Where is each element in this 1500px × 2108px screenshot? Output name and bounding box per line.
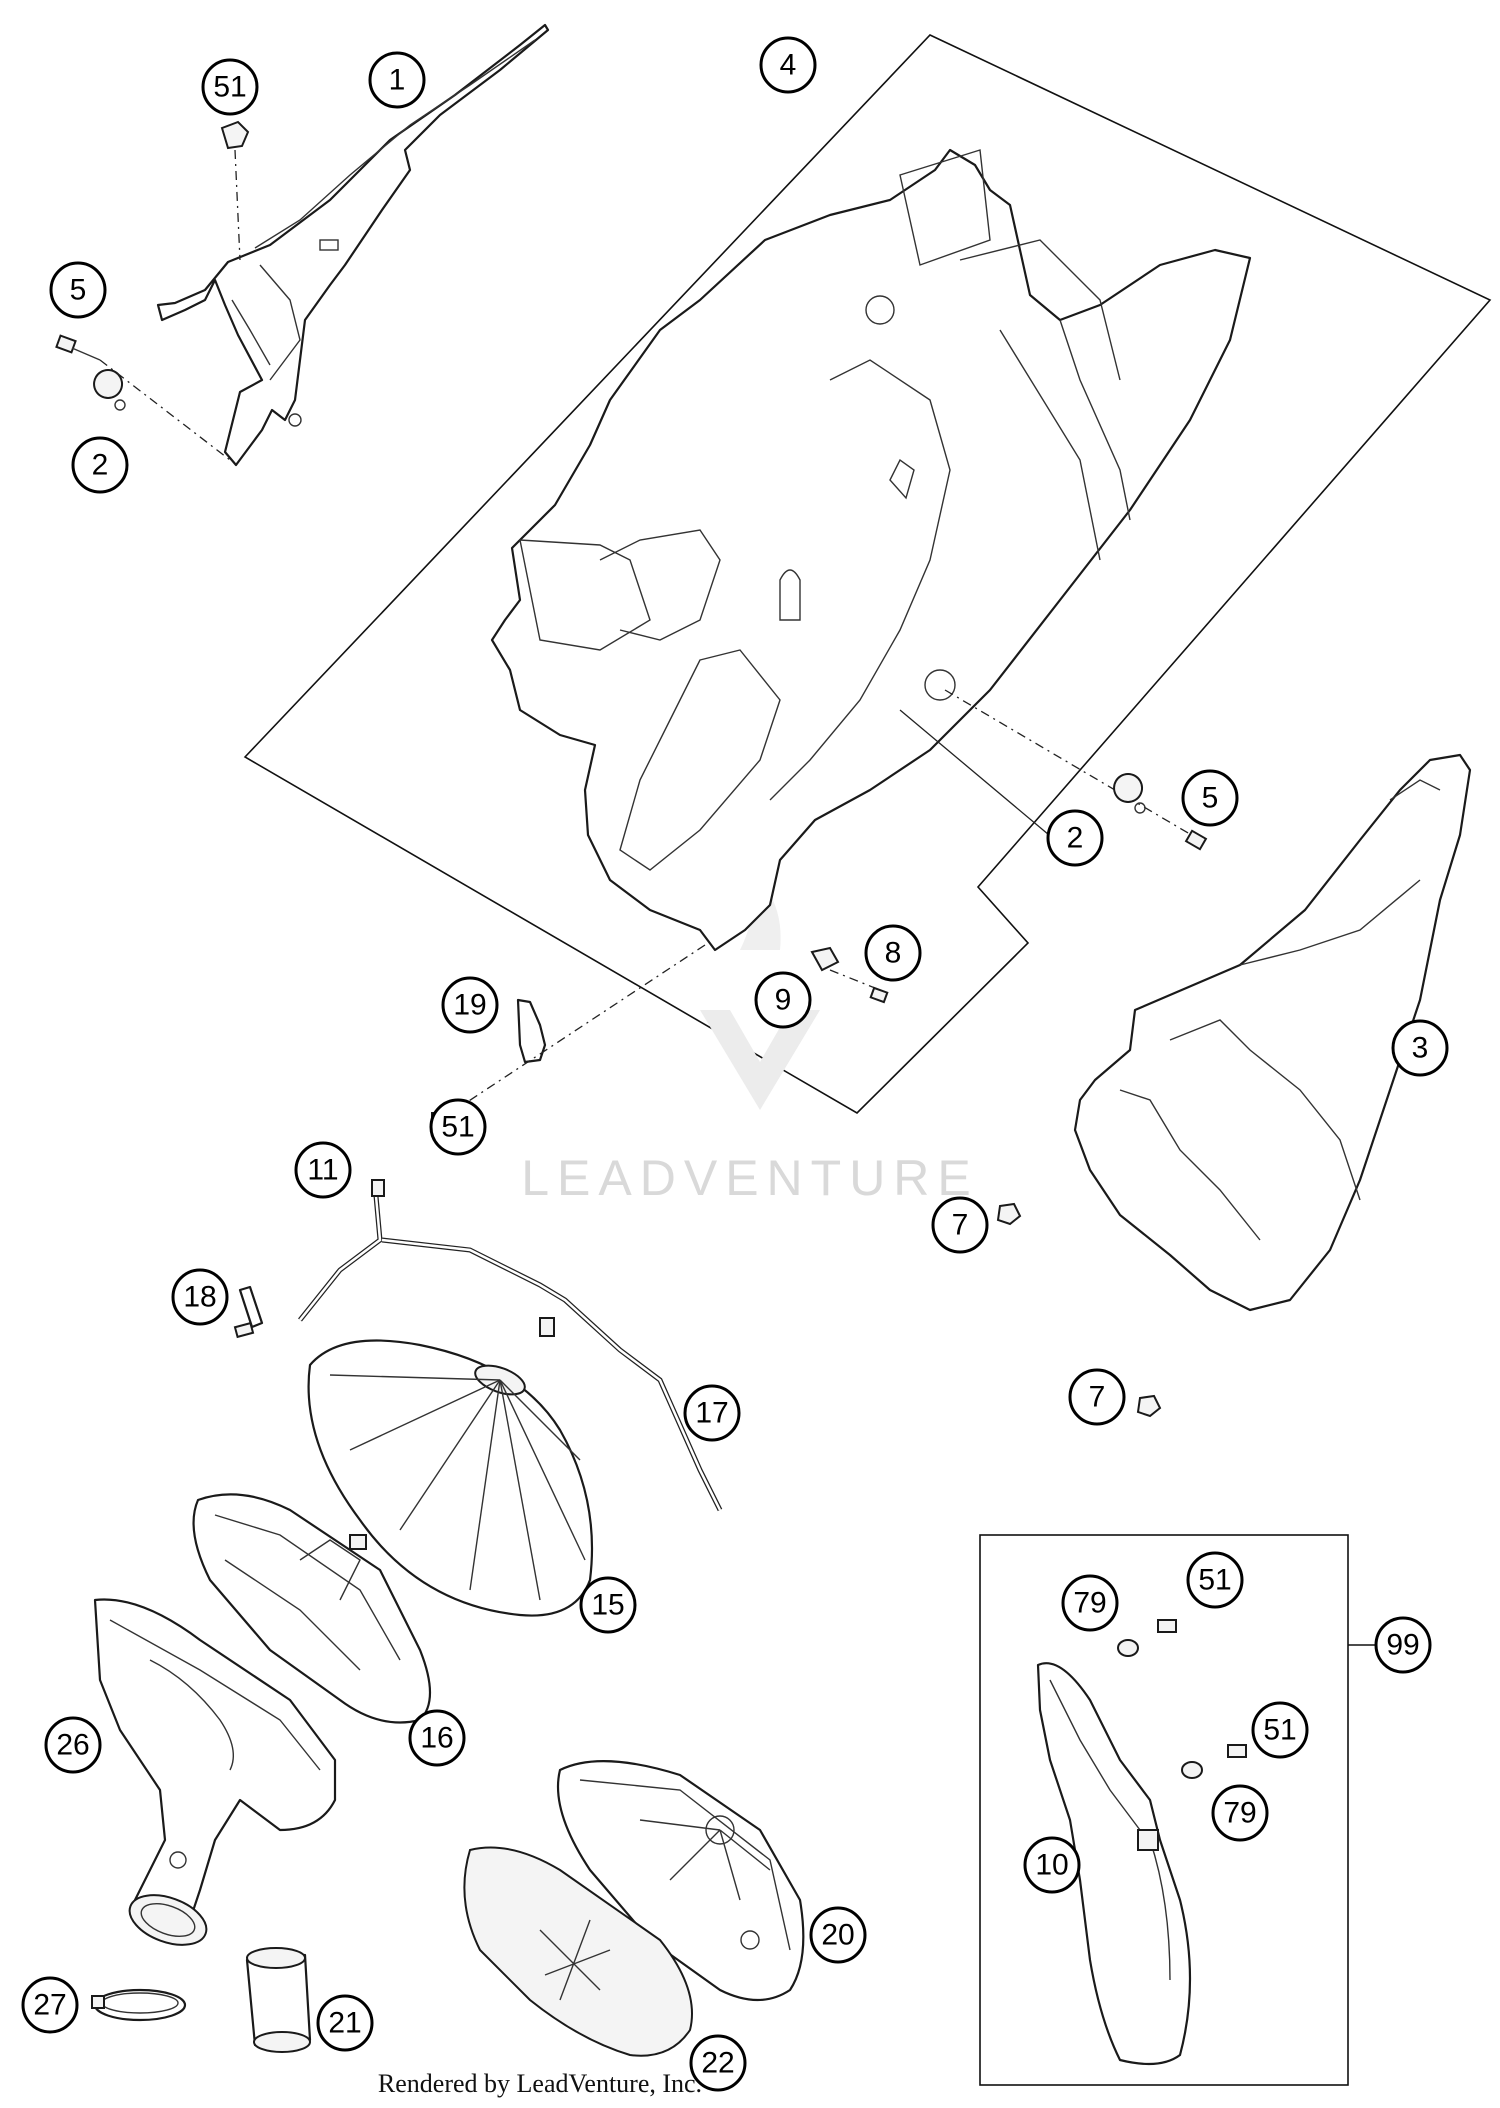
part-21-sleeve [245, 1947, 312, 2053]
callout-17: 17 [683, 1384, 741, 1442]
callout-9: 9 [754, 971, 812, 1029]
part-8-9-clips [810, 946, 889, 1004]
svg-text:16: 16 [420, 1722, 453, 1755]
part-19-bracket [431, 944, 706, 1126]
part-5-2-fasteners-left [55, 334, 231, 461]
callout-27: 27 [21, 1976, 79, 2034]
part-20-filter-carrier [556, 1760, 805, 2001]
callout-5-left: 5 [49, 261, 107, 319]
svg-text:7: 7 [952, 1209, 969, 1242]
svg-text:10: 10 [1035, 1849, 1068, 1882]
callout-79-lower: 79 [1211, 1784, 1269, 1842]
callout-4: 4 [759, 36, 817, 94]
svg-text:11: 11 [307, 1154, 338, 1187]
svg-text:8: 8 [885, 937, 902, 970]
footer-credit: Rendered by LeadVenture, Inc. [378, 2069, 702, 2098]
callout-51-top: 51 [201, 58, 259, 116]
svg-text:2: 2 [92, 449, 109, 482]
part-22-filter-pad [463, 1846, 693, 2057]
callout-11: 11 [294, 1141, 352, 1199]
svg-text:5: 5 [1202, 782, 1219, 815]
svg-text:18: 18 [183, 1281, 216, 1314]
svg-text:17: 17 [695, 1397, 728, 1430]
group-frame-kit-99 [979, 1534, 1349, 2086]
callout-51-kit-lower: 51 [1251, 1701, 1309, 1759]
group-frame-airbox [243, 34, 1492, 1115]
callout-7-upper: 7 [931, 1196, 989, 1254]
part-7-screws [996, 1202, 1162, 1418]
callout-1: 1 [368, 51, 426, 109]
callout-15: 15 [579, 1576, 637, 1634]
callout-51-mid: 51 [429, 1098, 487, 1156]
callout-20: 20 [809, 1906, 867, 1964]
callout-21: 21 [316, 1994, 374, 2052]
callout-2-left: 2 [71, 436, 129, 494]
callout-2-right: 2 [1046, 809, 1104, 867]
svg-text:19: 19 [453, 989, 486, 1022]
callout-19: 19 [441, 976, 499, 1034]
part-2-5-fasteners-right [944, 689, 1208, 851]
part-51-screw-top [220, 120, 250, 261]
svg-text:79: 79 [1223, 1797, 1256, 1830]
svg-text:15: 15 [591, 1589, 624, 1622]
svg-text:51: 51 [213, 71, 246, 104]
svg-text:7: 7 [1089, 1381, 1106, 1414]
watermark-text: LEADVENTURE [521, 1150, 979, 1206]
part-18-pin [233, 1285, 264, 1339]
callout-16: 16 [408, 1709, 466, 1767]
watermark: LEADVENTURE [521, 870, 979, 1206]
svg-text:27: 27 [33, 1989, 66, 2022]
svg-text:20: 20 [821, 1919, 854, 1952]
svg-text:99: 99 [1386, 1629, 1419, 1662]
part-4-airbox [490, 148, 1252, 952]
callout-5-right: 5 [1181, 769, 1239, 827]
svg-text:51: 51 [1263, 1714, 1296, 1747]
part-1-side-panel [156, 23, 550, 467]
svg-text:9: 9 [775, 984, 792, 1017]
callout-26: 26 [44, 1716, 102, 1774]
leader-lines [899, 709, 1056, 841]
svg-text:3: 3 [1412, 1032, 1429, 1065]
svg-text:22: 22 [701, 2047, 734, 2080]
part-27-clamp [91, 1988, 187, 2022]
svg-text:79: 79 [1073, 1587, 1106, 1620]
svg-text:51: 51 [1198, 1564, 1231, 1597]
svg-text:26: 26 [56, 1729, 89, 1762]
part-10-air-duct [1036, 1662, 1192, 2066]
callout-22: 22 [689, 2034, 747, 2092]
part-26-intake-boot [93, 1598, 337, 1946]
svg-text:5: 5 [70, 274, 87, 307]
callout-18: 18 [171, 1268, 229, 1326]
part-79-51-kit-fasteners [1117, 1619, 1247, 1779]
callout-3: 3 [1391, 1019, 1449, 1077]
svg-text:1: 1 [389, 64, 406, 97]
callout-79-upper: 79 [1061, 1574, 1119, 1632]
callout-51-kit-upper: 51 [1186, 1551, 1244, 1609]
part-15-air-filter [307, 1339, 594, 1617]
callout-10: 10 [1023, 1836, 1081, 1894]
svg-text:2: 2 [1067, 822, 1084, 855]
callout-8: 8 [864, 924, 922, 982]
part-17-retaining-wire [298, 1179, 723, 1512]
callout-99: 99 [1374, 1616, 1432, 1674]
svg-text:4: 4 [780, 49, 797, 82]
callout-7-lower: 7 [1068, 1368, 1126, 1426]
svg-text:51: 51 [441, 1111, 474, 1144]
svg-text:21: 21 [328, 2007, 361, 2040]
part-3-side-cover [1073, 753, 1472, 1312]
